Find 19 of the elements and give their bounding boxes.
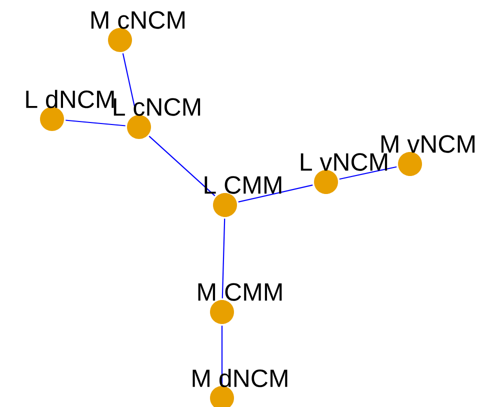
dot	[210, 300, 234, 324]
dot	[398, 152, 422, 176]
dot	[127, 115, 151, 139]
connector-line	[148, 136, 216, 196]
node-label: M CMM	[198, 283, 282, 301]
node-label: M cNCM	[91, 11, 185, 29]
dot	[108, 28, 132, 52]
node-label: L CMM	[204, 176, 282, 194]
node-label: M vNCM	[381, 135, 475, 153]
dot	[40, 107, 64, 131]
connector-line	[221, 326, 223, 384]
connector-line	[66, 120, 126, 126]
connector-line	[222, 218, 226, 298]
dot	[314, 170, 338, 194]
connector-line	[339, 166, 397, 180]
dot	[213, 193, 237, 217]
node-label: L vNCM	[300, 153, 388, 171]
connector-line	[238, 184, 313, 202]
node-label: L dNCM	[26, 90, 114, 108]
